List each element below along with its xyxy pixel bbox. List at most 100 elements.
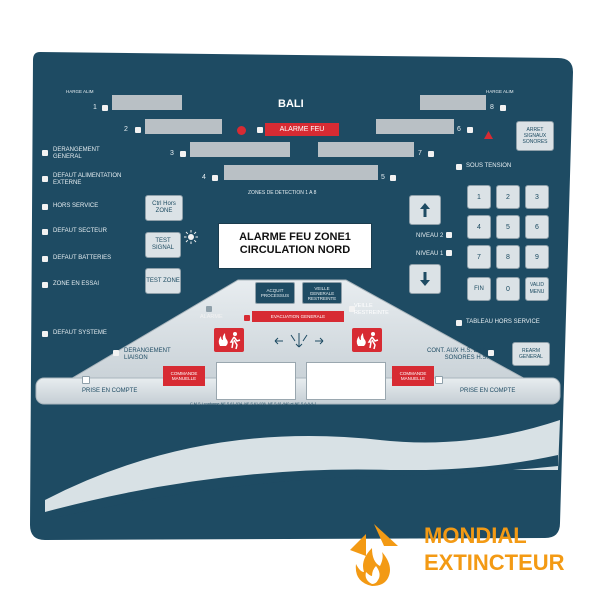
niveau-2-led xyxy=(446,232,452,238)
fire-exit-icon xyxy=(356,332,379,350)
alarm-feu-label: ALARME FEU xyxy=(279,126,325,133)
keypad-key[interactable]: 3 xyxy=(525,185,549,209)
test-zone-label: TEST ZONE xyxy=(146,277,180,284)
test-signal-label: TEST SIGNAL xyxy=(151,238,174,251)
zone-8-bar xyxy=(420,95,486,110)
keypad-key[interactable]: 1 xyxy=(467,185,491,209)
label-window-right xyxy=(306,362,386,400)
zone-4-bar xyxy=(224,165,304,180)
veille-generale-label: VEILLE GENERALE RESTREINTE xyxy=(307,285,337,301)
niveau-1-label: NIVEAU 1 xyxy=(416,251,444,257)
veille-restreinte-led xyxy=(349,306,355,312)
lamp-icon xyxy=(184,230,198,244)
alarm-feu-indicator: ALARME FEU xyxy=(265,123,339,136)
brand-flame-logo xyxy=(350,524,398,586)
arrow-up-icon xyxy=(420,203,430,217)
veille-generale-button[interactable]: VEILLE GENERALE RESTREINTE xyxy=(302,282,342,304)
alarme-led xyxy=(206,306,212,312)
zone-1-bar xyxy=(112,95,182,110)
evacuation-arrows-icon xyxy=(274,333,324,348)
brand-name-line-2: EXTINCTEUR xyxy=(424,550,565,575)
top-right-label: HARGE ALIM xyxy=(486,89,514,94)
arret-signaux-label: ARRET SIGNAUX SONORES xyxy=(522,127,548,145)
zones-caption: ZONES DE DETECTION 1 A 8 xyxy=(248,190,317,196)
lcd-line-2: CIRCULATION NORD xyxy=(239,244,351,256)
prise-en-compte-left-led xyxy=(82,376,90,384)
alarm-led-square xyxy=(257,127,263,133)
zone-number: 8 xyxy=(490,104,494,111)
rearm-general-label: REARM GENERAL xyxy=(519,348,543,360)
evacuation-button-left[interactable] xyxy=(214,328,244,352)
test-signal-button[interactable]: TEST SIGNAL xyxy=(145,232,181,258)
status-led-derangement xyxy=(42,150,48,156)
evacuation-generale-indicator: EVACUATION GENERALE xyxy=(252,311,344,322)
niveau-down-button[interactable] xyxy=(409,264,441,294)
zone-number: 5 xyxy=(381,174,385,181)
keypad-key[interactable]: 0 xyxy=(496,277,520,301)
zone-number: 3 xyxy=(170,150,174,157)
commande-manuelle-right-button[interactable]: COMMANDE MANUELLE xyxy=(392,366,434,386)
prise-en-compte-left: PRISE EN COMPTE xyxy=(82,388,138,394)
niveau-up-button[interactable] xyxy=(409,195,441,225)
cont-aux-label: CONT. AUX H.S. DIFF. SONORES H.S. xyxy=(426,348,488,361)
evacuation-generale-label: EVACUATION GENERALE xyxy=(270,314,326,319)
keypad-key[interactable]: 7 xyxy=(467,245,491,269)
zone-3-bar xyxy=(190,142,290,157)
status-defaut-systeme: DEFAUT SYSTEME xyxy=(53,330,107,336)
prise-en-compte-right: PRISE EN COMPTE xyxy=(460,388,516,394)
keypad-key[interactable]: 4 xyxy=(467,215,491,239)
zone-2-bar xyxy=(145,119,222,134)
veille-restreinte-label: VEILLE RESTREINTE xyxy=(354,303,389,316)
alarm-led xyxy=(237,126,246,135)
lower-wave xyxy=(45,420,560,515)
zone-6-led xyxy=(467,127,473,133)
zone-number: 2 xyxy=(124,126,128,133)
keypad-key-fin[interactable]: FIN xyxy=(467,277,491,301)
commande-manuelle-left-button[interactable]: COMMANDE MANUELLE xyxy=(163,366,205,386)
arret-signaux-button[interactable]: ARRET SIGNAUX SONORES xyxy=(516,121,554,151)
status-led-hors-service xyxy=(42,204,48,210)
keypad-key[interactable]: 8 xyxy=(496,245,520,269)
keypad-key[interactable]: 5 xyxy=(496,215,520,239)
evacuation-button-right[interactable] xyxy=(352,328,382,352)
keypad-key-valid-menu[interactable]: VALID MENU xyxy=(525,277,549,301)
status-led-systeme xyxy=(42,331,48,337)
zone-7-bar xyxy=(318,142,414,157)
warning-icon xyxy=(484,131,493,139)
top-left-label: HARGE ALIM xyxy=(66,89,94,94)
keypad-key[interactable]: 2 xyxy=(496,185,520,209)
evacuation-led xyxy=(244,315,250,321)
keypad-key[interactable]: 6 xyxy=(525,215,549,239)
niveau-2-label: NIVEAU 2 xyxy=(416,233,444,239)
status-defaut-batteries: DEFAUT BATTERIES xyxy=(53,255,112,261)
status-hors-service: HORS SERVICE xyxy=(53,203,99,209)
zone-3-led xyxy=(180,151,186,157)
zone-number: 4 xyxy=(202,174,206,181)
status-defaut-secteur: DEFAUT SECTEUR xyxy=(53,228,107,234)
lower-wave-inner xyxy=(45,455,558,520)
prise-en-compte-right-led xyxy=(435,376,443,384)
sous-tension-label: SOUS TENSION xyxy=(466,163,512,169)
derangement-liaison-led xyxy=(113,350,119,356)
test-zone-button[interactable]: TEST ZONE xyxy=(145,268,181,294)
hors-zone-label: Ctrl Hors ZONE xyxy=(152,201,176,214)
hors-zone-button[interactable]: Ctrl Hors ZONE xyxy=(145,195,183,221)
niveau-1-led xyxy=(446,250,452,256)
status-led-secteur xyxy=(42,229,48,235)
zone-7-led xyxy=(428,151,434,157)
keypad-key[interactable]: 9 xyxy=(525,245,549,269)
zone-1-led xyxy=(102,105,108,111)
zone-6-bar xyxy=(376,119,454,134)
tableau-hors-service-label: TABLEAU HORS SERVICE xyxy=(466,319,540,325)
acquit-processus-button[interactable]: ACQUIT PROCESSUS xyxy=(255,282,295,304)
commande-manuelle-right-label: COMMANDE MANUELLE xyxy=(399,371,427,381)
rearm-general-button[interactable]: REARM GENERAL xyxy=(512,342,550,366)
status-zone-en-essai: ZONE EN ESSAI xyxy=(53,281,100,287)
zone-number: 6 xyxy=(457,126,461,133)
zone-5-led xyxy=(390,175,396,181)
acquit-processus-label: ACQUIT PROCESSUS xyxy=(260,288,290,298)
zone-4-led xyxy=(212,175,218,181)
zone-number: 7 xyxy=(418,150,422,157)
arrow-down-icon xyxy=(420,272,430,286)
status-led-batteries xyxy=(42,256,48,262)
